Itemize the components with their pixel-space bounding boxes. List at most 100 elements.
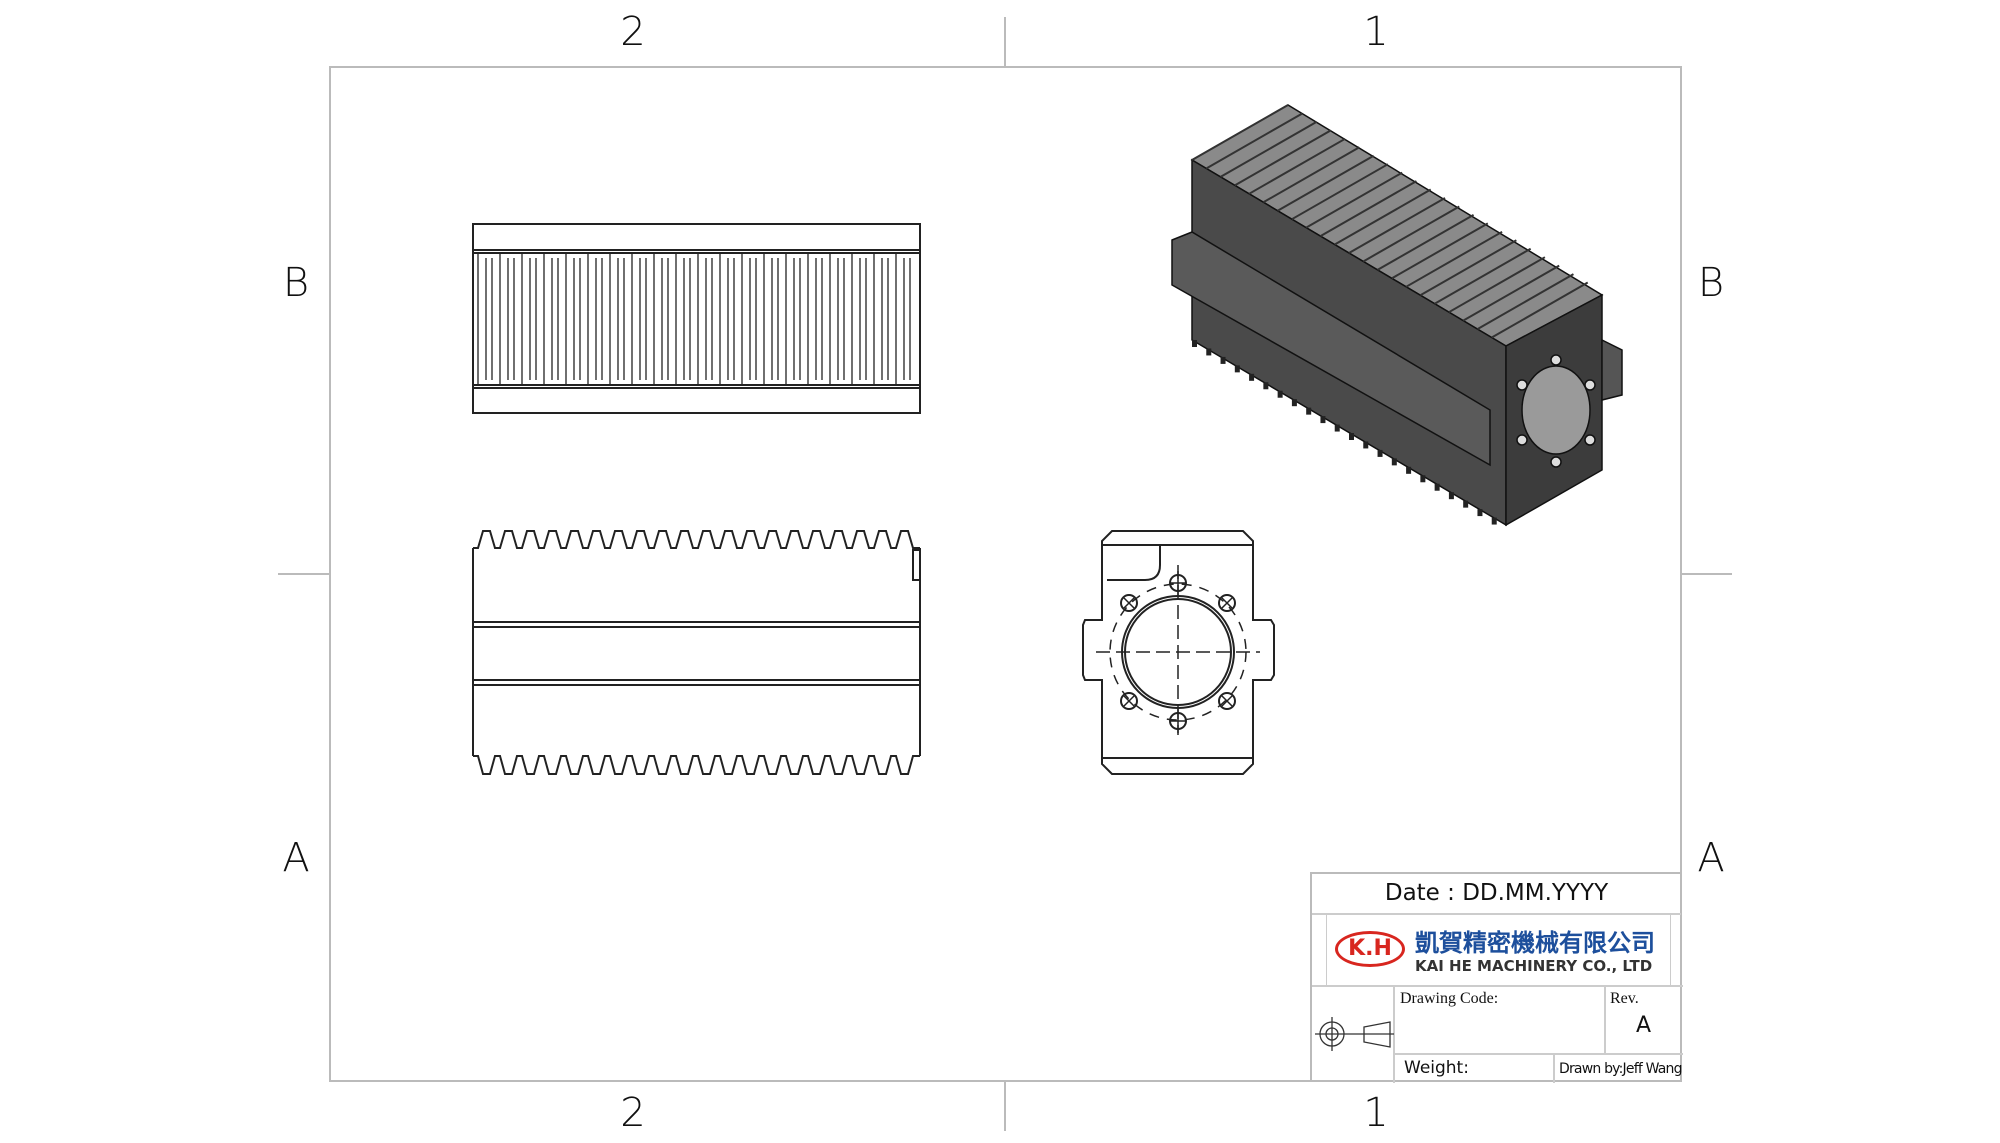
- iso-bottom-tooth: [1291, 399, 1297, 407]
- front-view-notch: [912, 549, 921, 581]
- rack-tooth-line: [631, 253, 647, 385]
- rack-tooth-line: [609, 253, 625, 385]
- iso-bottom-tooth: [1477, 509, 1483, 517]
- iso-tooth-line: [1491, 281, 1589, 339]
- iso-bottom-tooth: [1406, 466, 1412, 474]
- isometric-view: [1171, 104, 1623, 527]
- front-view: [472, 530, 921, 775]
- iso-bottom-tooth: [1448, 492, 1454, 500]
- end-view: [1082, 530, 1275, 775]
- rack-tooth-line: [851, 253, 867, 385]
- iso-tooth-line: [1434, 247, 1532, 305]
- rack-tooth-line: [829, 253, 845, 385]
- iso-bottom-tooth: [1491, 517, 1497, 525]
- company-logo-row: K.H 凱賀精密機械有限公司 KAI HE MACHINERY CO., LTD: [1326, 915, 1671, 986]
- drawn-by: Drawn by:Jeff Wang: [1553, 1055, 1683, 1083]
- rack-tooth-line: [807, 253, 823, 385]
- rack-tooth-line: [653, 253, 669, 385]
- bolt-hole: [1120, 692, 1138, 710]
- third-angle-projection-icon: [1315, 1017, 1394, 1051]
- iso-bottom-tooth: [1463, 500, 1469, 508]
- iso-bottom-tooth: [1434, 483, 1440, 491]
- bolt-hole-cross: [1123, 597, 1135, 609]
- company-name-en: KAI HE MACHINERY CO., LTD: [1415, 957, 1653, 975]
- rack-tooth-line: [741, 253, 757, 385]
- rev-value: A: [1636, 1013, 1652, 1038]
- iso-tooth-line: [1234, 129, 1332, 187]
- rack-tooth-line: [521, 253, 537, 385]
- iso-tooth-line: [1291, 163, 1389, 221]
- iso-tooth-line: [1319, 180, 1417, 237]
- bolt-hole: [1120, 594, 1138, 612]
- iso-tooth-line: [1334, 188, 1432, 246]
- iso-bottom-tooth: [1249, 373, 1255, 381]
- iso-tooth-line: [1262, 146, 1360, 204]
- bolt-hole-cross: [1123, 695, 1135, 707]
- bolt-hole: [1218, 692, 1236, 710]
- iso-tooth-line: [1391, 222, 1489, 280]
- zone-label-row-a: A: [282, 835, 310, 881]
- front-view-sides: [472, 548, 921, 756]
- front-view-bottom-teeth: [473, 755, 920, 775]
- rack-tooth-line: [697, 253, 713, 385]
- rack-tooth-line: [543, 253, 559, 385]
- bolt-hole: [1218, 594, 1236, 612]
- bolt-hole-centerline: [1170, 571, 1186, 595]
- iso-bolt-hole: [1550, 456, 1562, 468]
- iso-bottom-tooth: [1234, 365, 1240, 373]
- iso-bolt-hole: [1584, 379, 1596, 391]
- iso-tooth-line: [1462, 264, 1560, 322]
- zone-label-col-1: 1: [1363, 9, 1389, 55]
- iso-bolt-hole: [1584, 434, 1596, 446]
- iso-tooth-line: [1348, 197, 1446, 254]
- iso-tooth-line: [1277, 154, 1375, 212]
- iso-tooth-line: [1191, 104, 1289, 161]
- iso-bottom-tooth: [1206, 348, 1212, 356]
- iso-bottom-tooth: [1320, 416, 1326, 424]
- rack-tooth-line: [719, 253, 735, 385]
- top-view: [472, 223, 921, 414]
- iso-bolt-hole: [1550, 354, 1562, 366]
- rev-cell: Rev. A: [1604, 985, 1683, 1053]
- iso-tooth-line: [1476, 273, 1574, 330]
- bolt-hole-cross: [1221, 695, 1233, 707]
- iso-bottom-tooth: [1263, 382, 1269, 390]
- iso-bottom-tooth: [1420, 475, 1426, 483]
- kh-logo: K.H: [1335, 931, 1405, 967]
- iso-tooth-line: [1220, 121, 1318, 178]
- iso-bottom-tooth: [1277, 390, 1283, 398]
- iso-tooth-line: [1362, 205, 1460, 263]
- zone-label-row-b-right: B: [1697, 260, 1725, 306]
- iso-bottom-tooth: [1334, 424, 1340, 432]
- rack-tooth-line: [895, 253, 911, 385]
- iso-tooth-line: [1419, 239, 1517, 297]
- rack-tooth-line: [763, 253, 779, 385]
- zone-label-row-a-right: A: [1697, 835, 1725, 881]
- rack-tooth-line: [675, 253, 691, 385]
- weight-label: Weight:: [1404, 1058, 1469, 1078]
- title-block: Date : DD.MM.YYYY K.H 凱賀精密機械有限公司 KAI HE …: [1310, 872, 1683, 1083]
- projection-symbol-cell: [1312, 985, 1395, 1083]
- front-view-top-teeth: [473, 530, 920, 549]
- company-name-cn: 凱賀精密機械有限公司: [1415, 929, 1655, 957]
- iso-bottom-tooth: [1192, 340, 1197, 347]
- rack-tooth-line: [587, 253, 603, 385]
- iso-bottom-tooth: [1220, 356, 1226, 364]
- zone-label-col-1-bottom: 1: [1363, 1090, 1389, 1136]
- iso-tooth-line: [1377, 214, 1475, 271]
- rev-label: Rev.: [1610, 990, 1639, 1007]
- zone-label-col-2: 2: [620, 9, 646, 55]
- bolt-hole-centerline: [1170, 709, 1186, 733]
- zone-label-row-b: B: [282, 260, 310, 306]
- iso-bottom-tooth: [1391, 458, 1397, 466]
- iso-bottom-tooth: [1363, 441, 1369, 449]
- date-field: Date : DD.MM.YYYY: [1312, 874, 1681, 915]
- zone-label-col-2-bottom: 2: [620, 1090, 646, 1136]
- iso-tooth-line: [1305, 171, 1403, 229]
- iso-bottom-tooth: [1377, 449, 1383, 457]
- iso-tooth-line: [1448, 256, 1546, 314]
- top-view-outline: [472, 223, 921, 414]
- bolt-hole-cross: [1221, 597, 1233, 609]
- iso-bottom-tooth: [1349, 433, 1354, 440]
